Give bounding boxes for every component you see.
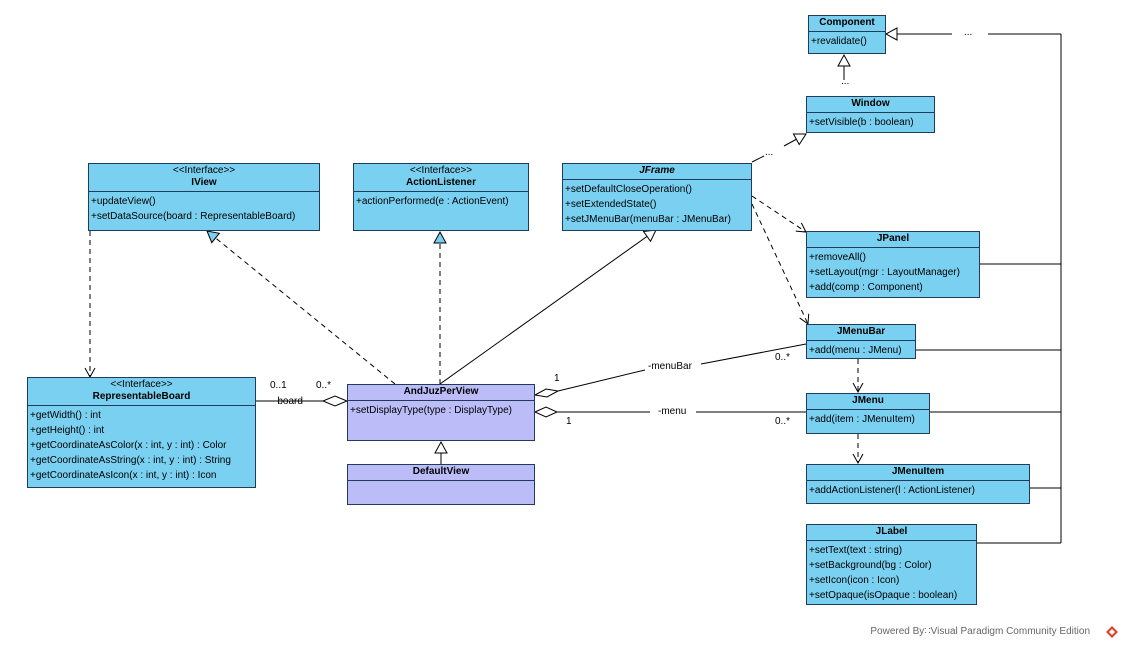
class-component[interactable]: Component +revalidate() [808,15,886,54]
class-name: RepresentableBoard [92,391,191,402]
ellipsis-label: ... [765,147,774,158]
class-defaultview[interactable]: DefaultView [347,464,535,505]
operation: +setIcon(icon : Icon) [809,575,900,586]
class-iview[interactable]: <<Interface>> IView +updateView() +setDa… [88,163,320,231]
jframe-to-jmenubar-dependency [751,203,810,325]
class-name: JPanel [876,233,910,244]
operation: +setDataSource(board : RepresentableBoar… [91,211,296,222]
class-name: JMenuBar [836,326,886,337]
class-actionlistener[interactable]: <<Interface>> ActionListener +actionPerf… [353,163,529,231]
operation: +setText(text : string) [809,545,903,556]
operation: +setOpaque(isOpaque : boolean) [809,590,958,601]
operation: +removeAll() [809,252,866,263]
operation: +add(comp : Component) [809,282,923,293]
operation: +getWidth() : int [30,410,101,421]
board-aggregation-diamond [321,395,349,407]
class-window[interactable]: Window +setVisible(b : boolean) [806,96,935,133]
operation: +actionPerformed(e : ActionEvent) [356,196,509,207]
ellipsis-label: ... [964,27,973,38]
stereotype: <<Interface>> [409,165,473,176]
class-jmenu[interactable]: JMenu +add(item : JMenuItem) [806,393,930,434]
role-label: -board [274,396,303,407]
operation: +setLayout(mgr : LayoutManager) [809,267,960,278]
menubar-association-end [700,343,807,365]
operation: +setJMenuBar(menuBar : JMenuBar) [565,214,731,225]
role-label: -menu [658,406,687,417]
role-label: -menuBar [648,361,692,372]
multiplicity-label: 0..* [775,352,791,363]
operation: +setDefaultCloseOperation() [565,184,693,195]
class-name: IView [191,177,217,188]
menu-aggregation-diamond [533,406,559,418]
operation: +updateView() [91,196,156,207]
operation: +setVisible(b : boolean) [809,117,914,128]
operation: +setExtendedState() [565,199,657,210]
class-name: Window [851,98,890,109]
stereotype: <<Interface>> [172,165,236,176]
powered-by-footer: Powered By∷Visual Paradigm Community Edi… [870,626,1090,637]
multiplicity-label: 1 [566,416,572,427]
class-name: JFrame [639,165,675,176]
class-representableboard[interactable]: <<Interface>> RepresentableBoard +getWid… [27,377,256,488]
ellipsis-label: ... [841,76,850,87]
operation: +getCoordinateAsColor(x : int, y : int) … [30,440,227,451]
operation: +setDisplayType(type : DisplayType) [350,405,513,416]
class-name: Component [819,17,875,28]
menubar-aggregation-diamond [533,388,560,398]
operation: +add(menu : JMenu) [809,345,902,356]
operation: +add(item : JMenuItem) [809,414,915,425]
class-jmenuitem[interactable]: JMenuItem +addActionListener(l : ActionL… [806,464,1030,504]
operation: +setBackground(bg : Color) [809,560,932,571]
class-name: JMenuItem [891,466,945,477]
class-jmenubar[interactable]: JMenuBar +add(menu : JMenu) [806,324,916,359]
multiplicity-label: 1 [554,373,560,384]
menubar-association [557,369,646,392]
jframe-to-window-line [751,155,765,163]
operation: +getCoordinateAsString(x : int, y : int)… [30,455,231,466]
class-name: AndJuzPerView [403,386,479,397]
view-extends-jframe [439,229,657,385]
class-jpanel[interactable]: JPanel +removeAll() +setLayout(mgr : Lay… [806,231,980,298]
class-name: ActionListener [405,177,476,188]
class-jlabel[interactable]: JLabel +setText(text : string) +setBackg… [806,524,977,605]
multiplicity-label: 0..* [316,380,332,391]
operation: +revalidate() [811,36,867,47]
class-name: JMenu [852,395,884,406]
view-realizes-iview [206,230,396,385]
operation: +addActionListener(l : ActionListener) [809,485,975,496]
multiplicity-label: 0..* [775,416,791,427]
multiplicity-label: 0..1 [270,380,287,391]
jframe-to-jpanel-dependency [751,195,807,233]
class-andjuzperview[interactable]: AndJuzPerView +setDisplayType(type : Dis… [347,384,535,441]
jframe-to-window-arrow [783,133,807,147]
class-name: JLabel [875,526,908,537]
class-jframe[interactable]: JFrame +setDefaultCloseOperation() +setE… [562,163,752,231]
stereotype: <<Interface>> [110,379,173,390]
operation: +getCoordinateAsIcon(x : int, y : int) :… [30,470,217,481]
visual-paradigm-logo-icon [1106,626,1118,638]
class-name: DefaultView [412,466,470,477]
operation: +getHeight() : int [30,425,105,436]
